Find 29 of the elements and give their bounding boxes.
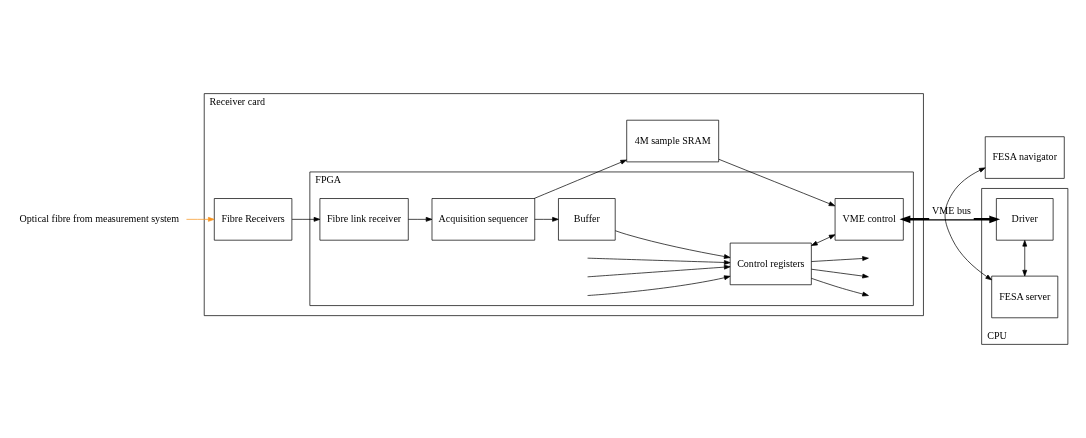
arrow <box>533 159 627 199</box>
arrow <box>899 215 1001 224</box>
arrow <box>408 217 433 222</box>
arrow <box>811 277 869 297</box>
node-box: Fibre link receiver <box>319 198 409 241</box>
node-box: Fibre Receivers <box>213 198 293 241</box>
node-box: FESA server <box>991 275 1059 319</box>
arrow <box>811 268 869 279</box>
node-box: Driver <box>996 198 1054 241</box>
arrow <box>718 158 836 207</box>
node-box: 4M sample SRAM <box>626 119 720 163</box>
node-box: VME control <box>834 198 904 241</box>
arrow <box>587 260 731 278</box>
node-box: Acquisition sequencer <box>431 198 536 241</box>
node-text: Optical fibre from measurement system <box>19 213 180 225</box>
arrow <box>944 167 992 281</box>
arrow <box>291 217 321 222</box>
arrow <box>587 257 731 270</box>
arrow <box>1022 240 1028 277</box>
arrow <box>587 275 731 296</box>
arrow <box>615 230 731 259</box>
arrow <box>534 217 559 222</box>
node-box: Control registers <box>729 242 812 286</box>
edge-label: VME bus <box>932 205 971 217</box>
node-box: FESA navigator <box>984 136 1065 179</box>
arrow <box>811 256 869 262</box>
arrow <box>811 234 836 246</box>
node-box: Buffer <box>558 198 616 241</box>
arrow <box>186 217 215 222</box>
